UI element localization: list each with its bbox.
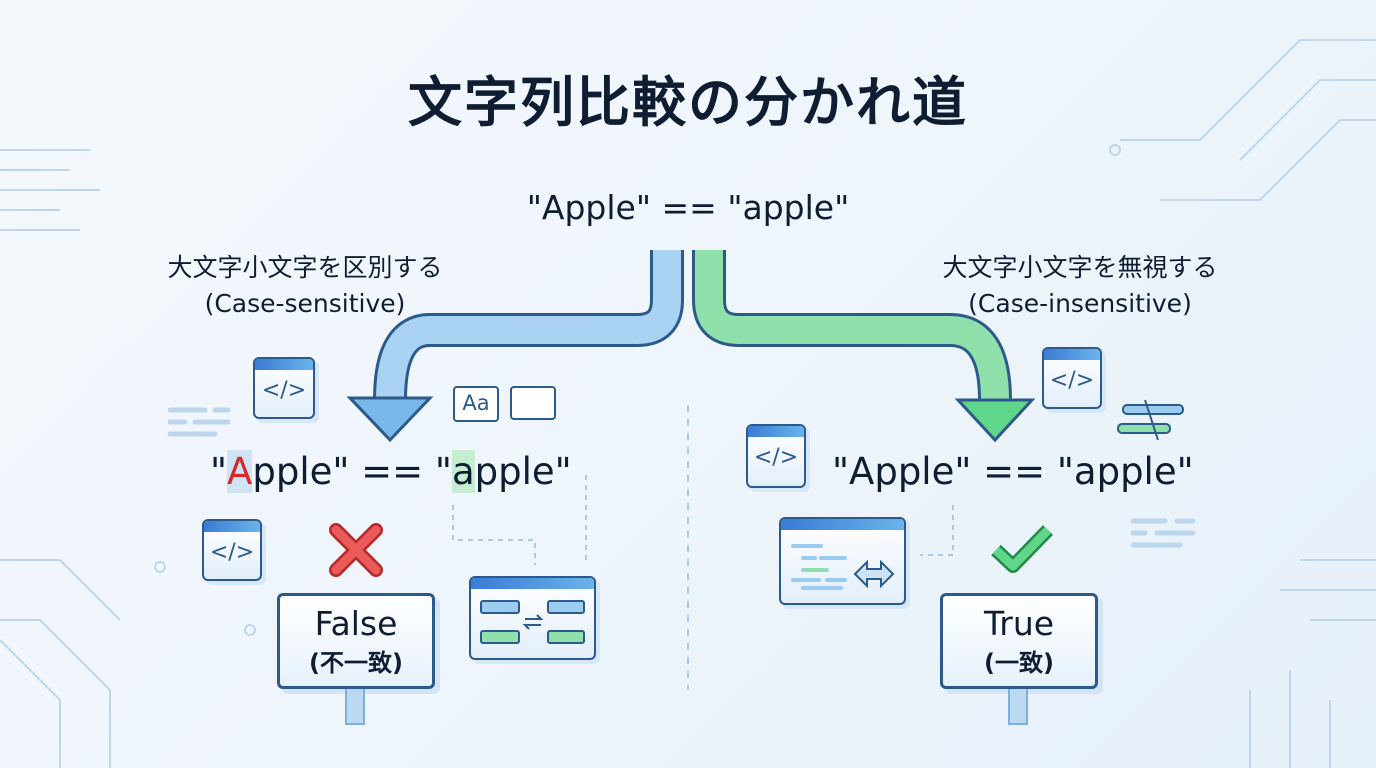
left-connector: [452, 475, 587, 565]
lowercase-a-highlight: a: [451, 450, 475, 493]
left-arrowhead: [346, 396, 434, 443]
swap-arrows-icon: [480, 600, 585, 644]
code-compare-window-icon: [779, 517, 906, 605]
text-lines-icon: [167, 407, 1196, 548]
false-label: False: [314, 604, 398, 643]
sign-post: [1008, 689, 1028, 725]
case-sensitive-en: (Case-sensitive): [204, 289, 406, 318]
left-expression: "Apple" == "apple": [210, 450, 572, 493]
left-branch-label: 大文字小文字を区別する (Case-sensitive): [105, 250, 505, 322]
font-case-icon: Aa: [453, 386, 499, 422]
toggle-compare-icon: [1117, 399, 1184, 441]
compare-window-icon: [469, 576, 596, 660]
document-icon: [510, 386, 556, 420]
right-arrow: [695, 250, 1009, 401]
right-connector: [920, 505, 954, 556]
sign-post: [345, 689, 365, 725]
right-branch-label: 大文字小文字を無視する (Case-insensitive): [880, 250, 1280, 322]
right-arrowhead: [954, 398, 1036, 443]
mismatch-label: (不一致): [309, 649, 403, 677]
circuit-lines: [0, 39, 1376, 768]
false-result-sign: False (不一致): [277, 593, 435, 689]
code-window-icon: </>: [202, 519, 262, 581]
true-result-sign: True (一致): [940, 593, 1098, 689]
case-sensitive-ja: 大文字小文字を区別する: [167, 253, 443, 282]
code-window-icon: </>: [1042, 347, 1102, 409]
double-arrow-icon: [791, 544, 895, 590]
code-window-icon: </>: [253, 357, 315, 419]
check-mark-icon: [991, 525, 1054, 573]
left-arrow: [376, 250, 681, 401]
x-mark-icon: [329, 523, 383, 577]
match-label: (一致): [984, 649, 1054, 677]
uppercase-A-highlight: A: [227, 450, 253, 493]
true-label: True: [983, 604, 1055, 643]
code-window-icon: </>: [746, 424, 806, 488]
right-expression: "Apple" == "apple": [832, 450, 1194, 493]
case-insensitive-ja: 大文字小文字を無視する: [942, 253, 1218, 282]
top-expression: "Apple" == "apple": [526, 188, 850, 227]
case-insensitive-en: (Case-insensitive): [968, 289, 1192, 318]
page-title: 文字列比較の分かれ道: [408, 71, 968, 134]
